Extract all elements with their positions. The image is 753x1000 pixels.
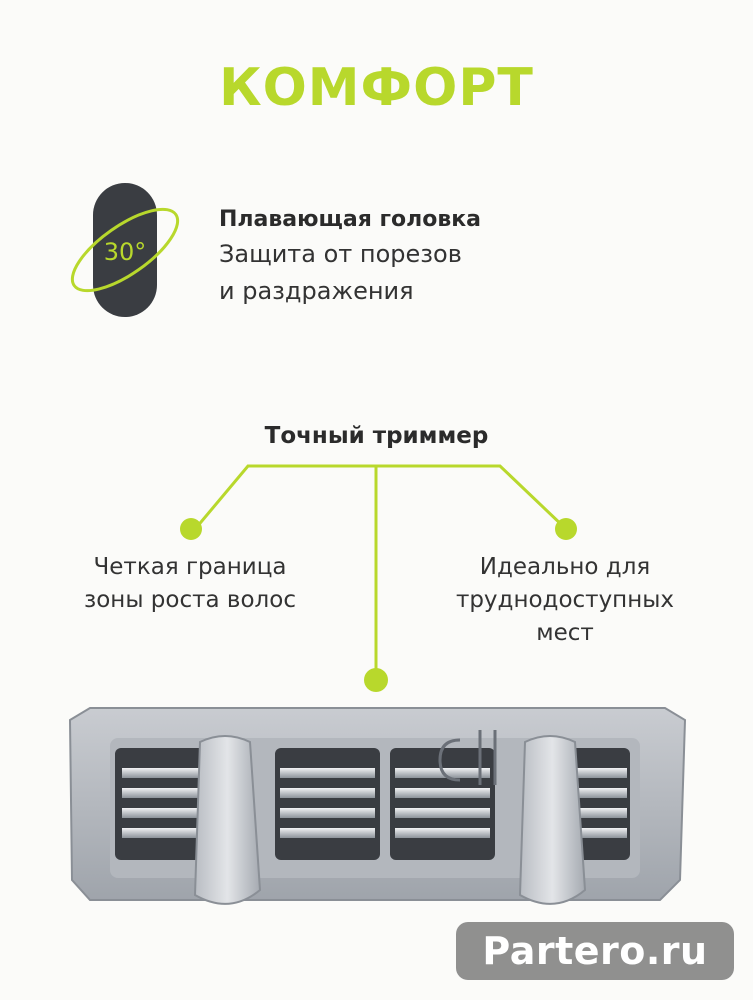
angle-30-icon: 30° [70,183,180,317]
left-callout: Четкая граница зоны роста волос [40,551,340,617]
trimmer-title: Точный триммер [264,423,489,449]
feature-line-1: Защита от порезов [219,240,462,268]
watermark-badge: Partero.ru [456,922,734,980]
callout-lines [180,464,577,692]
feature-line-2: и раздражения [219,277,414,305]
right-callout: Идеально для труднодоступных мест [420,551,710,650]
right-callout-line-3: мест [536,620,594,646]
left-callout-line-2: зоны роста волос [84,587,296,613]
right-callout-line-2: труднодоступных [455,587,675,613]
page-title: КОМФОРТ [219,58,534,118]
callout-dot-right [555,518,577,540]
feature-heading: Плавающая головка [219,207,482,232]
floating-head-badge: 30° [60,180,190,320]
callout-dot-left [180,518,202,540]
right-callout-line-1: Идеально для [479,554,651,580]
left-callout-line-1: Четкая граница [93,554,287,580]
callout-dot-center [364,668,388,692]
razor-cartridge-image [68,707,687,905]
angle-badge-text: 30° [104,238,147,266]
